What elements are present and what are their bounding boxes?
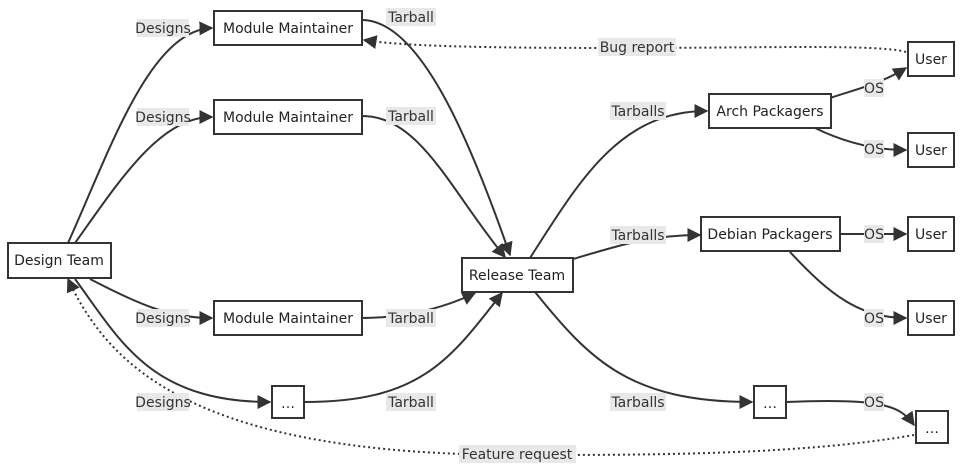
edge-tarball-from-module-maintainer-1 (361, 19, 513, 257)
node-debian-packagers: Debian Packagers (700, 216, 841, 252)
node-module-maintainer-1: Module Maintainer (213, 10, 363, 46)
edge-tarballs-to-ellipsis-mid (534, 291, 754, 409)
node-module-maintainer-2: Module Maintainer (213, 99, 363, 135)
edge-label-tarball-1: Tarball (386, 8, 436, 26)
node-label: Module Maintainer (223, 110, 353, 126)
edge-label-tarballs-other: Tarballs (610, 393, 666, 411)
node-user-3: User (907, 216, 955, 252)
edge-label-tarball-3: Tarball (386, 309, 436, 327)
node-ellipsis-right: … (915, 410, 949, 444)
node-label: … (281, 396, 295, 412)
edge-label-feature-request: Feature request (459, 445, 576, 463)
edge-label-os-1: OS (864, 79, 884, 97)
edge-label-text: Tarballs (610, 395, 664, 411)
edge-label-designs-3: Designs (135, 309, 191, 327)
edge-label-text: Tarball (387, 109, 434, 125)
node-user-1: User (907, 41, 955, 77)
node-ellipsis-left: … (271, 385, 305, 419)
edge-label-os-3: OS (864, 225, 884, 243)
node-label: … (925, 421, 939, 437)
edge-label-text: OS (864, 395, 884, 411)
node-label: User (915, 52, 947, 68)
edge-label-text: OS (864, 142, 884, 158)
edge-label-tarball-2: Tarball (386, 107, 436, 125)
edge-label-text: OS (864, 227, 884, 243)
edge-label-designs-4: Designs (135, 393, 191, 411)
edge-label-text: Designs (135, 311, 191, 327)
edge-label-os-4: OS (864, 309, 884, 327)
edge-label-designs-2: Designs (135, 108, 191, 126)
node-label: … (763, 396, 777, 412)
edge-label-text: Tarballs (610, 104, 664, 120)
edge-label-tarballs-debian: Tarballs (610, 226, 666, 244)
node-label: Release Team (469, 268, 565, 284)
edge-label-text: OS (864, 311, 884, 327)
edge-label-os-2: OS (864, 140, 884, 158)
edge-label-tarballs-arch: Tarballs (610, 102, 666, 120)
edge-label-text: Feature request (462, 447, 573, 463)
node-label: User (915, 143, 947, 159)
node-release-team: Release Team (461, 257, 574, 293)
node-label: Debian Packagers (707, 227, 832, 243)
node-label: Module Maintainer (223, 21, 353, 37)
edge-os-ellipsis-mid-to-ellipsis-right (785, 399, 915, 427)
node-label: Module Maintainer (223, 311, 353, 327)
node-label: User (915, 311, 947, 327)
node-label: User (915, 227, 947, 243)
edge-label-text: Tarballs (610, 228, 664, 244)
edge-designs-to-module-maintainer-2 (74, 110, 214, 244)
node-design-team: Design Team (7, 242, 112, 279)
node-label: Arch Packagers (716, 104, 823, 120)
edge-label-os-5: OS (864, 393, 884, 411)
edge-labels: Designs Designs Designs Designs Tarball … (135, 8, 884, 463)
edge-os-debian-to-user-4 (789, 251, 908, 325)
nodes: Design Team Module Maintainer Module Mai… (7, 10, 955, 444)
node-module-maintainer-3: Module Maintainer (213, 300, 363, 336)
edge-designs-to-module-maintainer-1 (67, 21, 214, 244)
edge-label-text: Designs (135, 395, 191, 411)
node-ellipsis-mid: … (753, 385, 787, 419)
edge-designs-to-ellipsis-left (74, 278, 272, 409)
edge-label-designs-1: Designs (135, 19, 191, 37)
edge-tarball-from-module-maintainer-2 (361, 115, 506, 259)
node-user-2: User (907, 132, 955, 168)
edge-designs-to-module-maintainer-3 (89, 278, 214, 325)
edge-feature-request (66, 277, 915, 457)
edge-label-text: Designs (135, 110, 191, 126)
node-user-4: User (907, 300, 955, 336)
edge-tarballs-to-arch-packagers (529, 104, 709, 259)
edge-tarball-from-ellipsis-left (304, 291, 503, 403)
node-arch-packagers: Arch Packagers (708, 93, 832, 129)
edge-label-text: Tarball (387, 10, 434, 26)
edge-label-text: OS (864, 81, 884, 97)
edge-label-text: Bug report (600, 40, 675, 56)
node-label: Design Team (14, 253, 104, 269)
edge-label-tarball-4: Tarball (386, 393, 436, 411)
edge-label-bug-report: Bug report (598, 38, 676, 56)
edge-os-arch-to-user-2 (814, 127, 908, 157)
edge-label-text: Tarball (387, 395, 434, 411)
edge-label-text: Tarball (387, 311, 434, 327)
edge-label-text: Designs (135, 21, 191, 37)
